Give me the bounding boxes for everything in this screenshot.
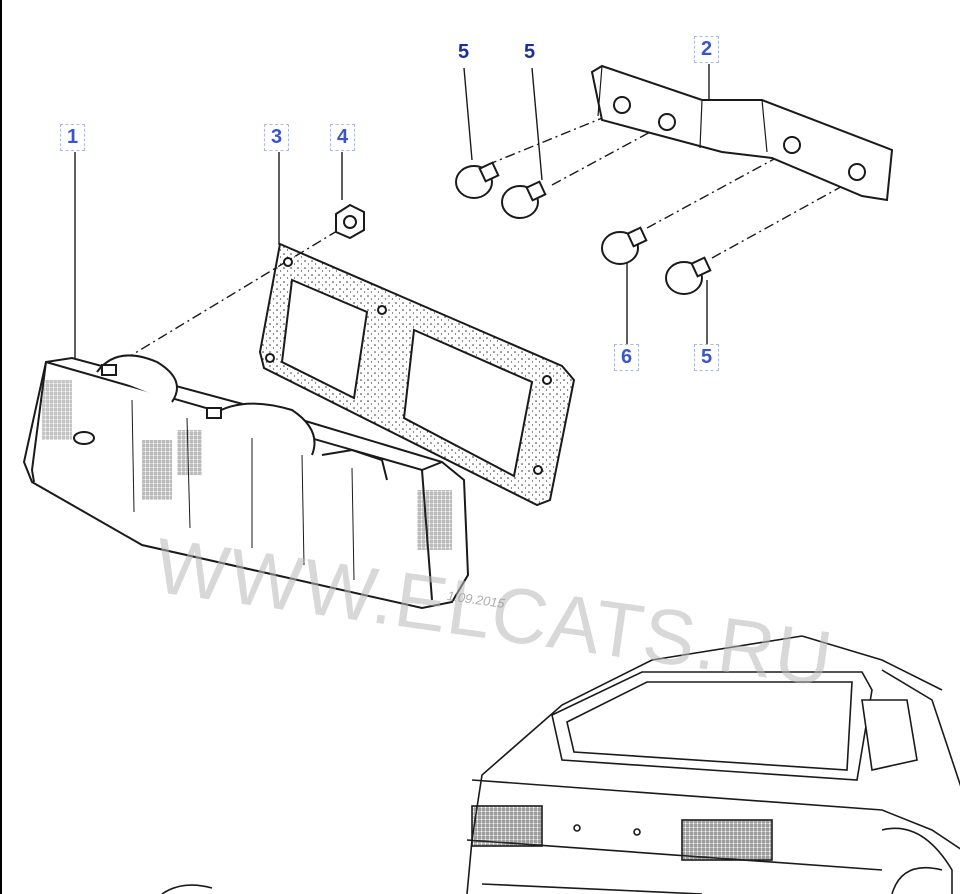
- car-rear-view: [161, 635, 960, 894]
- callout-part-5c[interactable]: 5: [694, 344, 720, 371]
- tail-lamp-lens[interactable]: [22, 354, 470, 610]
- callout-part-2[interactable]: 2: [694, 36, 720, 63]
- callout-part-1[interactable]: 1: [60, 124, 86, 151]
- leader-lines: [74, 64, 858, 371]
- bulb-5-bottom[interactable]: [665, 256, 712, 295]
- callout-part-5a[interactable]: 5: [458, 41, 470, 63]
- callout-part-5b[interactable]: 5: [524, 41, 536, 63]
- bulb-5-top-left[interactable]: [455, 161, 500, 199]
- gasket[interactable]: [258, 242, 576, 507]
- callout-part-3[interactable]: 3: [264, 124, 290, 151]
- bulb-holder[interactable]: [590, 64, 894, 202]
- callout-part-4[interactable]: 4: [330, 124, 356, 151]
- bulb-5-top-right[interactable]: [501, 180, 547, 219]
- bulb-6[interactable]: [601, 226, 648, 265]
- callout-part-6[interactable]: 6: [614, 344, 640, 371]
- nut[interactable]: [335, 203, 365, 240]
